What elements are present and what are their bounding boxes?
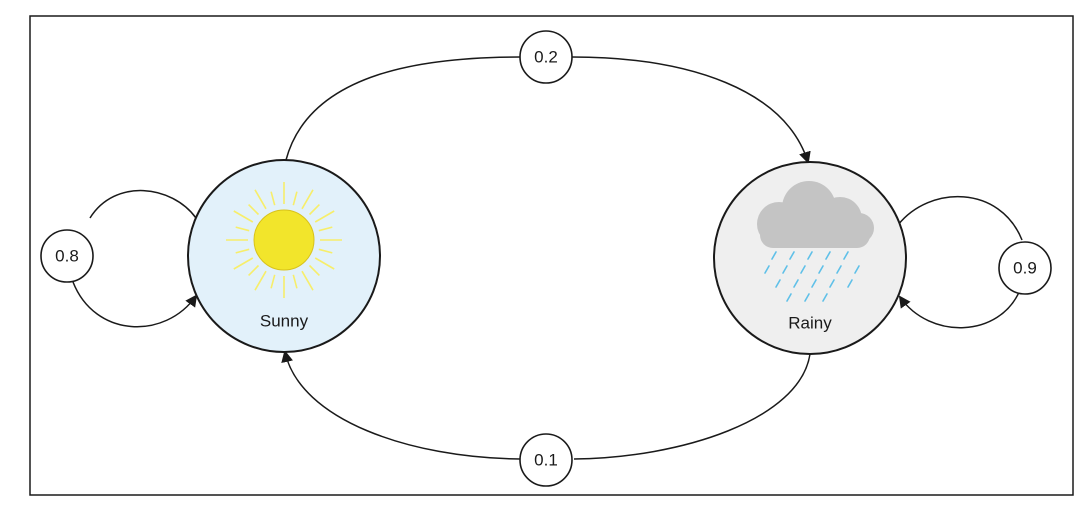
prob-sunny-to-rainy: 0.2 [534,48,558,67]
sun-ray [314,210,335,223]
rain-drop [764,265,770,274]
state-sunny-label: Sunny [260,312,309,331]
prob-sunny-to-sunny: 0.8 [55,247,79,266]
rain-drop [804,293,810,302]
rain-drop [771,251,777,260]
rain-drop [793,279,799,288]
rain-drop [825,251,831,260]
sun-ray [318,226,333,232]
sun-ray [308,204,320,216]
rain-drop [836,265,842,274]
rain-drop [847,279,853,288]
rain-drop [782,265,788,274]
state-rainy: Rainy [713,161,907,355]
sun-ray [308,264,320,276]
edge-rainy-to-sunny-right [573,353,811,460]
prob-badge-sunny-to-rainy: 0.2 [519,30,573,84]
rain-drop [843,251,849,260]
sun-ray [254,189,267,210]
state-sunny: Sunny [187,159,381,353]
rain-drop [807,251,813,260]
edge-rainy-self-top [897,196,1023,241]
rain-drop [786,293,792,302]
edge-sunny-to-rainy-right [571,56,811,164]
rain-drop [854,265,860,274]
rain-drop [800,265,806,274]
sun-ray [270,191,276,206]
rain-drop [829,279,835,288]
sun-ray [233,210,254,223]
prob-rainy-to-sunny: 0.1 [534,451,558,470]
sun-icon [226,182,342,298]
sun-ray [318,248,333,254]
prob-badge-sunny-to-sunny: 0.8 [40,229,94,283]
rain-drop [811,279,817,288]
sun-disc [253,209,315,271]
sun-ray [233,257,254,270]
rain-drops [764,251,860,302]
diagram-frame [29,15,1074,496]
edge-rainy-self-bottom [898,289,1021,329]
prob-badge-rainy-to-sunny: 0.1 [519,433,573,487]
rain-drop [789,251,795,260]
edge-rainy-to-sunny-left [281,350,521,460]
sun-ray [314,257,335,270]
sun-ray [270,274,276,289]
rain-drop [822,293,828,302]
rain-drop [818,265,824,274]
prob-rainy-to-rainy: 0.9 [1013,259,1037,278]
edge-sunny-to-rainy-left [285,56,521,161]
state-rainy-label: Rainy [788,314,832,333]
rain-drop [775,279,781,288]
sun-ray [301,270,314,291]
rain-cloud-icon [757,181,874,302]
sun-ray [248,204,260,216]
sun-ray [235,226,250,232]
sun-ray [248,264,260,276]
sun-ray [292,274,298,289]
sun-ray [292,191,298,206]
cloud-shape [757,181,874,248]
prob-badge-rainy-to-rainy: 0.9 [998,241,1052,295]
sun-ray [301,189,314,210]
sun-ray [254,270,267,291]
edge-sunny-self-bottom [72,281,198,328]
sun-ray [235,248,250,254]
edge-sunny-self-top [89,189,197,219]
